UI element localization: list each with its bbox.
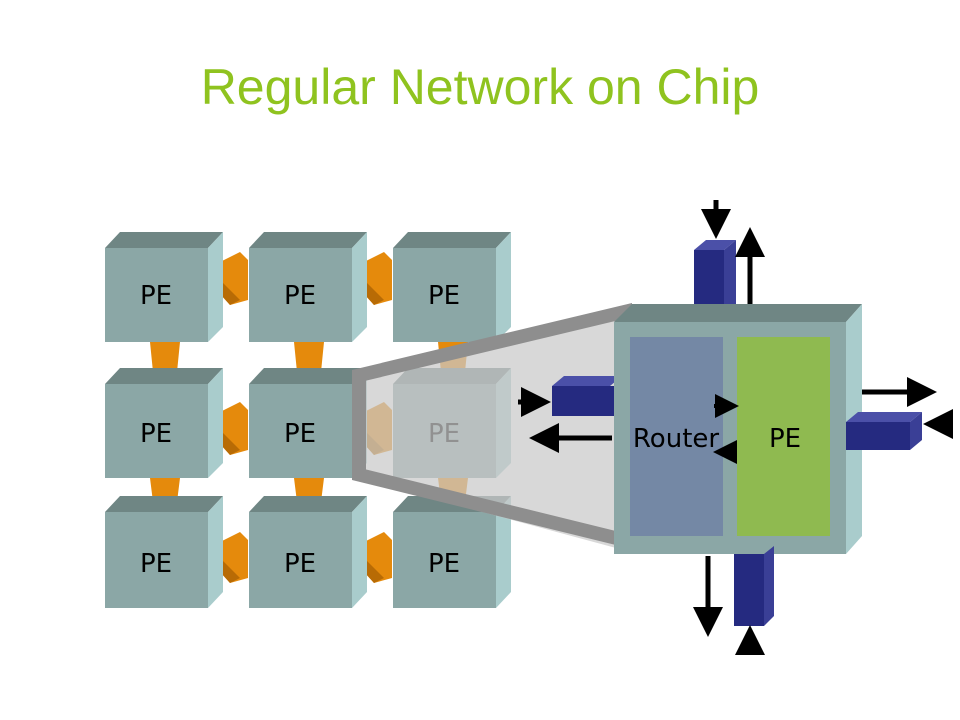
slide-title: Regular Network on Chip	[200, 59, 760, 115]
pe-tile-r0-c1: PE	[249, 232, 367, 342]
pe-label: PE	[428, 281, 460, 311]
pe-tile-r0-c0: PE	[105, 232, 223, 342]
pe-label: PE	[140, 419, 172, 449]
pe-label: PE	[284, 281, 316, 311]
router-block: Router	[630, 337, 723, 536]
pe-label: PE	[284, 549, 316, 579]
pe-label: PE	[284, 419, 316, 449]
pe-label: PE	[140, 549, 172, 579]
zoomed-node: Router PE	[518, 200, 953, 655]
port-right	[846, 412, 922, 450]
pe-block: PE	[737, 337, 830, 536]
pe-tile-r2-c0: PE	[105, 496, 223, 608]
pe-tile-r2-c1: PE	[249, 496, 367, 608]
pe-label: PE	[428, 549, 460, 579]
port-bottom	[734, 546, 774, 626]
pe-tile-r1-c1: PE	[249, 368, 367, 478]
pe-tile-r0-c2: PE	[393, 232, 511, 342]
pe-label: PE	[140, 281, 172, 311]
zoom-funnel	[352, 303, 632, 549]
pe-block-label: PE	[769, 424, 801, 454]
port-left	[552, 376, 622, 416]
router-label: Router	[633, 424, 719, 454]
pe-tile-r1-c0: PE	[105, 368, 223, 478]
